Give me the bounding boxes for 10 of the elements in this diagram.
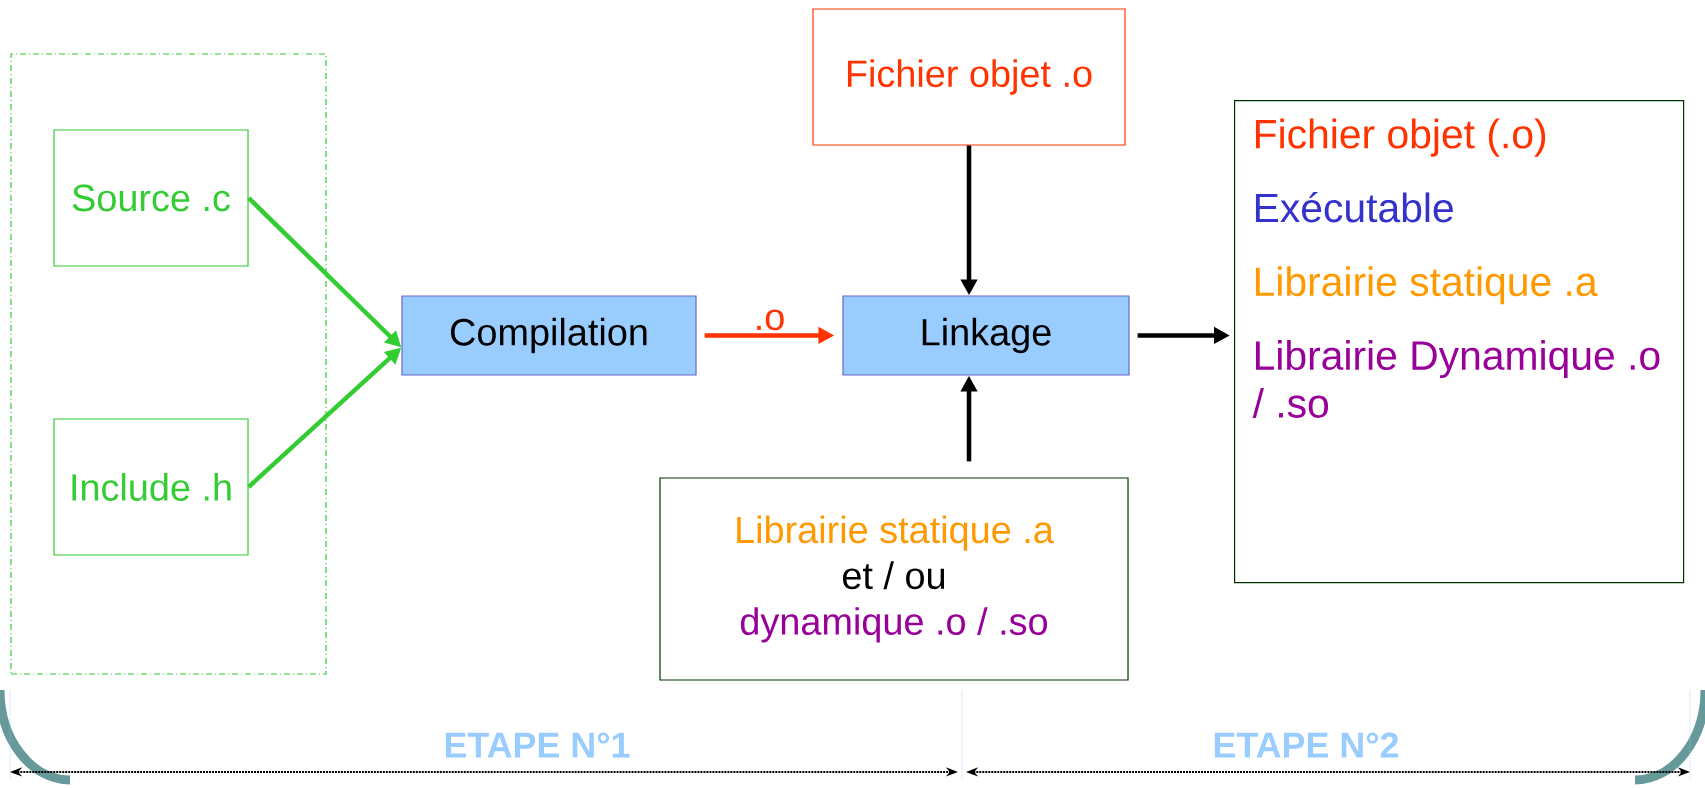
source-box: Include .h xyxy=(53,418,249,556)
step-label: ETAPE N°1 xyxy=(445,732,630,758)
input-box: Fichier objet .o xyxy=(812,8,1126,146)
input-box: Librairie statique .a et / ou dynamique .o / .so xyxy=(659,477,1129,681)
step-label: ETAPE N°2 xyxy=(1214,732,1399,758)
source-box: Source .c xyxy=(53,129,249,267)
process-box: Compilation xyxy=(401,295,697,376)
process-box: Linkage xyxy=(842,295,1130,376)
output-box: Fichier objet (.o) Exécutable Librairie statique .a Librairie Dynamique .o / .so xyxy=(1234,100,1685,584)
edge-label: .o xyxy=(752,308,787,332)
